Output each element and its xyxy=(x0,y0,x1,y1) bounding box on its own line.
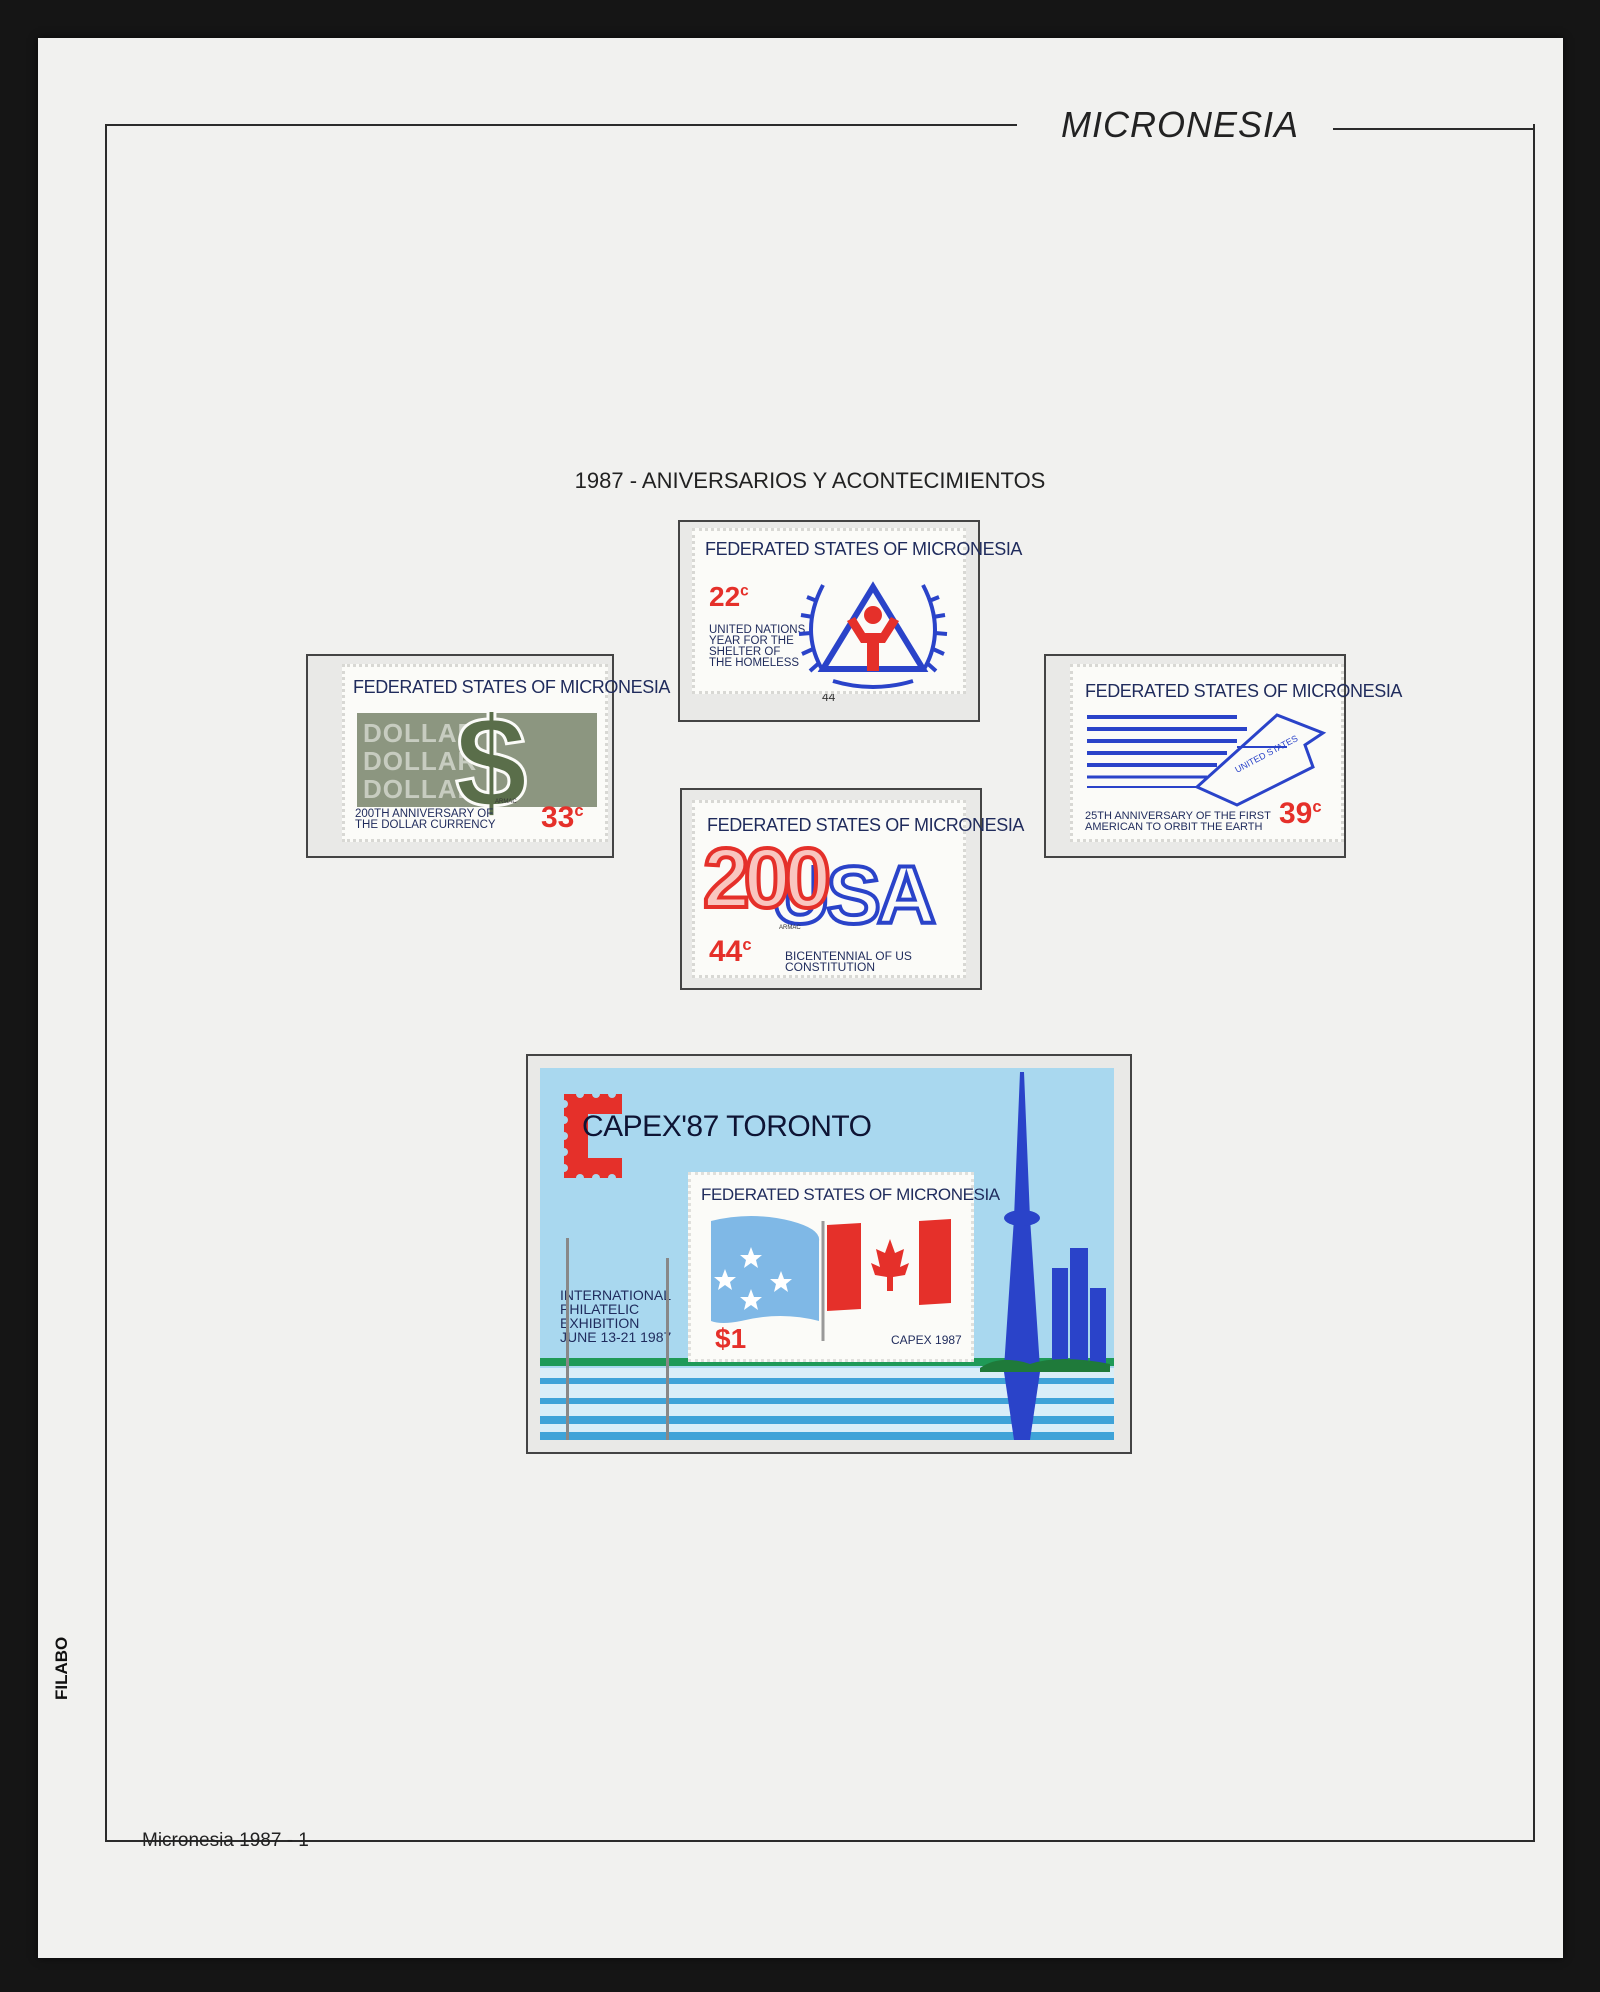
stamp-value: 44c xyxy=(709,935,752,968)
green-band xyxy=(540,1358,1114,1366)
capex-logo-icon xyxy=(560,1090,622,1182)
printer-imprint: ARMAC xyxy=(495,799,517,805)
souvenir-sheet: CAPEX'87 TORONTO INTERNATIONAL PHILATELI… xyxy=(540,1068,1114,1440)
page-footer-label: Micronesia 1987 - 1 xyxy=(142,1830,309,1851)
stamp-homeless: FEDERATED STATES OF MICRONESIA 22c UNITE… xyxy=(692,528,1022,694)
stamp-country: FEDERATED STATES OF MICRONESIA xyxy=(705,539,1023,559)
inner-stamp-flags: FEDERATED STATES OF MICRONESIA $1 CAPEX … xyxy=(688,1172,1000,1362)
numeral-200: 200 xyxy=(701,831,833,925)
stamp-value: 39c xyxy=(1279,797,1322,830)
stamp-event: CAPEX 1987 xyxy=(891,1333,962,1347)
stamp-caption: 200TH ANNIVERSARY OF THE DOLLAR CURRENCY xyxy=(355,808,496,831)
flagpole-left xyxy=(566,1238,569,1440)
flagpole-right xyxy=(666,1258,669,1440)
stamp-caption: BICENTENNIAL OF US CONSTITUTION xyxy=(785,949,912,974)
un-emblem-icon xyxy=(798,581,948,689)
usa-letters: USA xyxy=(769,849,938,943)
exhibition-text: INTERNATIONAL PHILATELIC EXHIBITION JUNE… xyxy=(560,1287,672,1345)
stamp-country: FEDERATED STATES OF MICRONESIA xyxy=(701,1185,1000,1204)
orbit-capsule-icon: UNITED STATES xyxy=(1087,713,1327,807)
section-title: 1987 - ANIVERSARIOS Y ACONTECIMIENTOS xyxy=(574,468,1046,493)
stamp-caption: 25TH ANNIVERSARY OF THE FIRST AMERICAN T… xyxy=(1085,810,1271,833)
stamp-country: FEDERATED STATES OF MICRONESIA xyxy=(1085,681,1403,701)
sheet-title: CAPEX'87 TORONTO xyxy=(582,1110,872,1143)
stamp-constitution: FEDERATED STATES OF MICRONESIA USA 200 4… xyxy=(692,800,1024,978)
cn-tower-icon xyxy=(980,1072,1110,1440)
stamp-value: 33c xyxy=(541,801,584,834)
flags-icon xyxy=(711,1216,951,1341)
stamp-country: FEDERATED STATES OF MICRONESIA xyxy=(707,815,1025,835)
dollar-pattern: DOLLAR DOLLAR DOLLAR xyxy=(357,713,597,807)
page-frame xyxy=(105,124,1535,1842)
frame-top-rule-left xyxy=(105,124,1017,126)
publisher-label: FILABO xyxy=(52,1636,71,1700)
dollar-sign-icon: $ xyxy=(453,689,528,835)
stamp-dollar: FEDERATED STATES OF MICRONESIA DOLLAR DO… xyxy=(342,664,670,842)
frame-top-rule-right xyxy=(1333,128,1535,130)
stamp-value: $1 xyxy=(715,1323,747,1354)
stamp-value: 22c xyxy=(709,581,749,612)
stamp-orbit: FEDERATED STATES OF MICRONESIA UNITED ST… xyxy=(1070,664,1402,842)
country-title: MICRONESIA xyxy=(1060,104,1300,145)
stamp-country: FEDERATED STATES OF MICRONESIA xyxy=(353,677,671,697)
printer-imprint: ARMAC xyxy=(779,925,801,931)
album-page xyxy=(38,38,1563,1958)
stamp-caption: UNITED NATIONS YEAR FOR THE SHELTER OF T… xyxy=(709,624,806,669)
